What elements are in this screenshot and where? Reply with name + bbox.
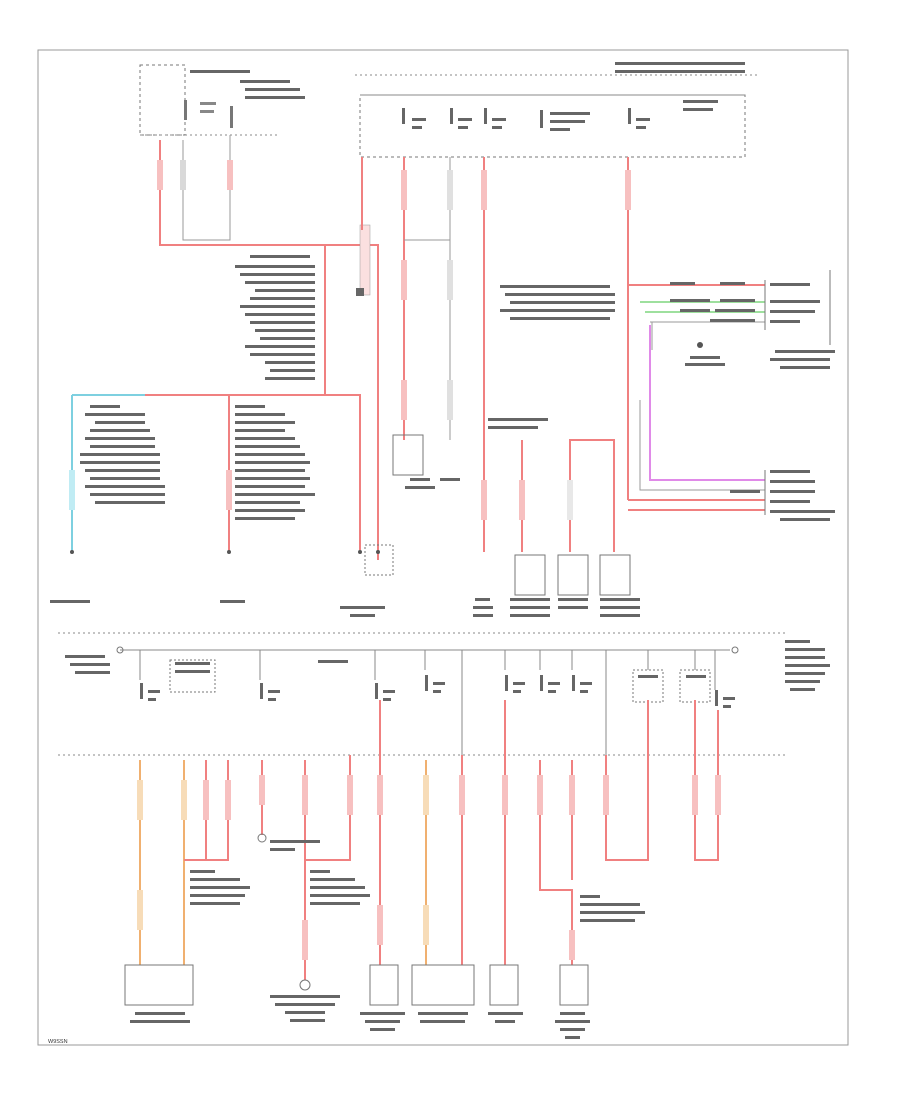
right-side-connectors: [628, 270, 835, 521]
middle-modules: [364, 434, 631, 596]
lower-modules: [124, 840, 645, 1039]
upper-left-text-blocks: [50, 255, 640, 617]
upper-left-fuse-block: [139, 64, 305, 136]
upper-right-fuse-block: [355, 62, 760, 158]
battery-feed-wiring: [69, 135, 380, 560]
lower-output-wiring: [137, 700, 721, 991]
diagram-frame: [37, 49, 849, 1046]
upper-block-outputs: [361, 157, 631, 552]
lower-fuse-block: [58, 640, 830, 756]
figure-id: W9SSN: [48, 1039, 68, 1045]
